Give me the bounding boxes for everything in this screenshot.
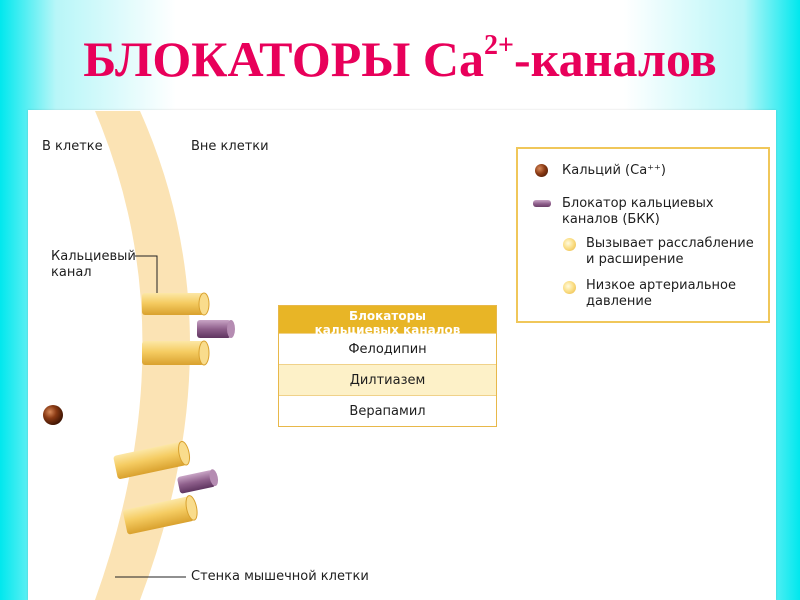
calcium-ion-icon — [535, 164, 548, 177]
table-row: Верапамил — [279, 395, 496, 426]
blockers-table: Блокаторы кальциевых каналов Фелодипин Д… — [278, 305, 497, 427]
table-header-line1: Блокаторы — [348, 309, 427, 323]
calcium-channel-lower — [113, 440, 219, 535]
legend-effect1-line2: и расширение — [586, 252, 684, 267]
inside-cell-label: В клетке — [42, 139, 103, 154]
channel-label-line1: Кальциевый — [51, 249, 136, 264]
table-header: Блокаторы кальциевых каналов — [279, 306, 496, 337]
blocker-molecule-lower — [177, 470, 216, 494]
table-row: Фелодипин — [279, 333, 496, 364]
legend-box: Кальций (Са⁺⁺) Блокатор кальциевых канал… — [516, 147, 770, 323]
table-row: Дилтиазем — [279, 364, 496, 395]
legend-effect2-line1: Низкое артериальное — [586, 278, 736, 293]
calcium-channel-upper — [142, 292, 235, 366]
blocker-molecule-upper — [197, 320, 231, 338]
page-title: БЛОКАТОРЫ Са2+-каналов — [83, 30, 717, 87]
effect-bullet-icon — [563, 238, 576, 251]
legend-effect2-line2: давление — [586, 294, 652, 309]
cell-wall-label: Стенка мышечной клетки — [191, 569, 369, 584]
effect-bullet-icon — [563, 281, 576, 294]
blocker-molecule-icon — [533, 200, 551, 207]
outside-cell-label: Вне клетки — [191, 139, 269, 154]
channel-label-line2: канал — [51, 265, 92, 280]
calcium-ion — [43, 405, 63, 425]
channel-leader-line — [135, 255, 158, 293]
legend-blocker-line1: Блокатор кальциевых — [562, 196, 714, 211]
legend-calcium: Кальций (Са⁺⁺) — [562, 163, 666, 178]
legend-blocker-line2: каналов (БКК) — [562, 212, 660, 227]
legend-effect1-line1: Вызывает расслабление — [586, 236, 754, 251]
